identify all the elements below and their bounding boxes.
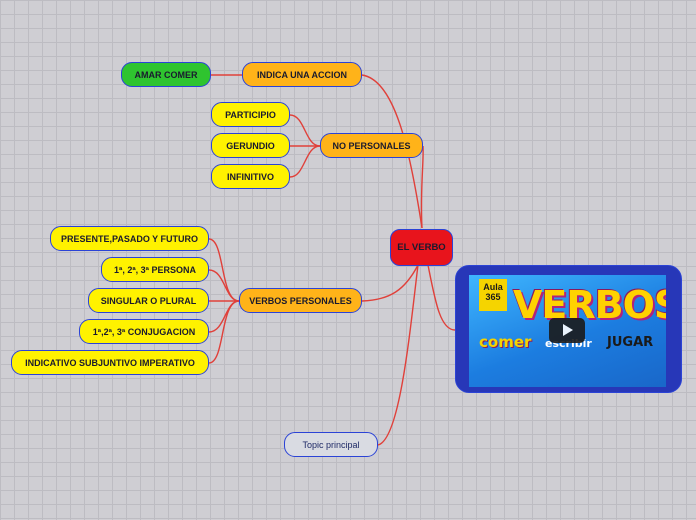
play-icon[interactable] xyxy=(549,318,585,343)
link-vp-2 xyxy=(208,269,240,302)
node-conjugacion[interactable]: 1ª,2ª, 3ª CONJUGACION xyxy=(79,319,209,344)
central-topic-label: EL VERBO xyxy=(397,242,446,253)
node-singular-plural[interactable]: SINGULAR O PLURAL xyxy=(88,288,209,313)
node-label: 1ª, 2ª, 3ª PERSONA xyxy=(113,264,197,275)
node-gerundio[interactable]: GERUNDIO xyxy=(211,133,290,158)
aula365-logo: Aula 365 xyxy=(479,279,507,311)
node-persona[interactable]: 1ª, 2ª, 3ª PERSONA xyxy=(101,257,209,282)
link-np-participio xyxy=(289,114,321,147)
node-topic-principal[interactable]: Topic principal xyxy=(284,432,378,457)
node-label: PRESENTE,PASADO Y FUTURO xyxy=(60,233,199,244)
video-word-comer: comer xyxy=(479,333,532,351)
video-thumbnail[interactable]: Aula 365 VERBOS comer escribir JUGAR xyxy=(469,275,666,387)
link-center-indica xyxy=(361,74,423,229)
brand-line1: Aula xyxy=(483,282,503,292)
link-center-verbos xyxy=(361,264,419,302)
central-topic-el-verbo[interactable]: EL VERBO xyxy=(390,229,453,266)
node-infinitivo[interactable]: INFINITIVO xyxy=(211,164,290,189)
link-center-topic xyxy=(377,264,419,446)
node-label: NO PERSONALES xyxy=(332,140,411,151)
node-verbos-personales[interactable]: VERBOS PERSONALES xyxy=(239,288,362,313)
node-label: INDICATIVO SUBJUNTIVO IMPERATIVO xyxy=(25,357,195,368)
node-label: INFINITIVO xyxy=(227,171,274,182)
video-title: VERBOS xyxy=(513,283,666,327)
node-indica-una-accion[interactable]: INDICA UNA ACCION xyxy=(242,62,362,87)
node-no-personales[interactable]: NO PERSONALES xyxy=(320,133,423,158)
node-label: Topic principal xyxy=(302,439,360,450)
node-presente-pasado-futuro[interactable]: PRESENTE,PASADO Y FUTURO xyxy=(50,226,209,251)
link-center-video xyxy=(427,264,456,331)
node-label: 1ª,2ª, 3ª CONJUGACION xyxy=(92,326,196,337)
node-label: PARTICIPIO xyxy=(225,109,276,120)
node-participio[interactable]: PARTICIPIO xyxy=(211,102,290,127)
node-label: AMAR COMER xyxy=(134,69,198,80)
node-label: INDICA UNA ACCION xyxy=(257,69,347,80)
link-vp-1 xyxy=(208,238,240,302)
node-label: VERBOS PERSONALES xyxy=(249,295,352,306)
brand-line2: 365 xyxy=(485,292,501,302)
link-vp-5 xyxy=(208,300,240,364)
video-word-jugar: JUGAR xyxy=(607,335,654,350)
node-modos[interactable]: INDICATIVO SUBJUNTIVO IMPERATIVO xyxy=(11,350,209,375)
node-label: GERUNDIO xyxy=(226,140,275,151)
link-np-infinitivo xyxy=(289,145,321,178)
node-label: SINGULAR O PLURAL xyxy=(100,295,197,306)
video-embed-card[interactable]: Aula 365 VERBOS comer escribir JUGAR xyxy=(455,265,682,393)
link-center-nopersonales xyxy=(420,145,424,229)
node-amar-comer[interactable]: AMAR COMER xyxy=(121,62,211,87)
